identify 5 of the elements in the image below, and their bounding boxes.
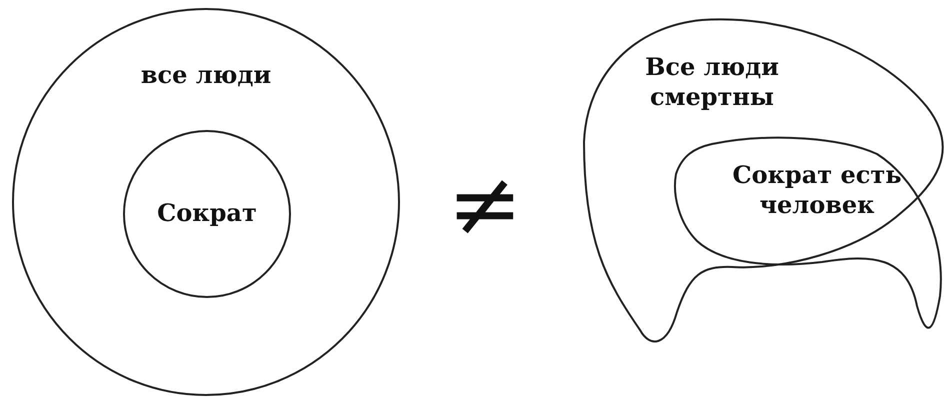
- set-label: все люди: [140, 60, 272, 90]
- not-equal-sign: ≠: [446, 160, 524, 250]
- set-label: Сократ есть человек: [731, 160, 903, 220]
- set-label: Сократ: [156, 198, 258, 228]
- set-label: Все люди смертны: [644, 52, 780, 112]
